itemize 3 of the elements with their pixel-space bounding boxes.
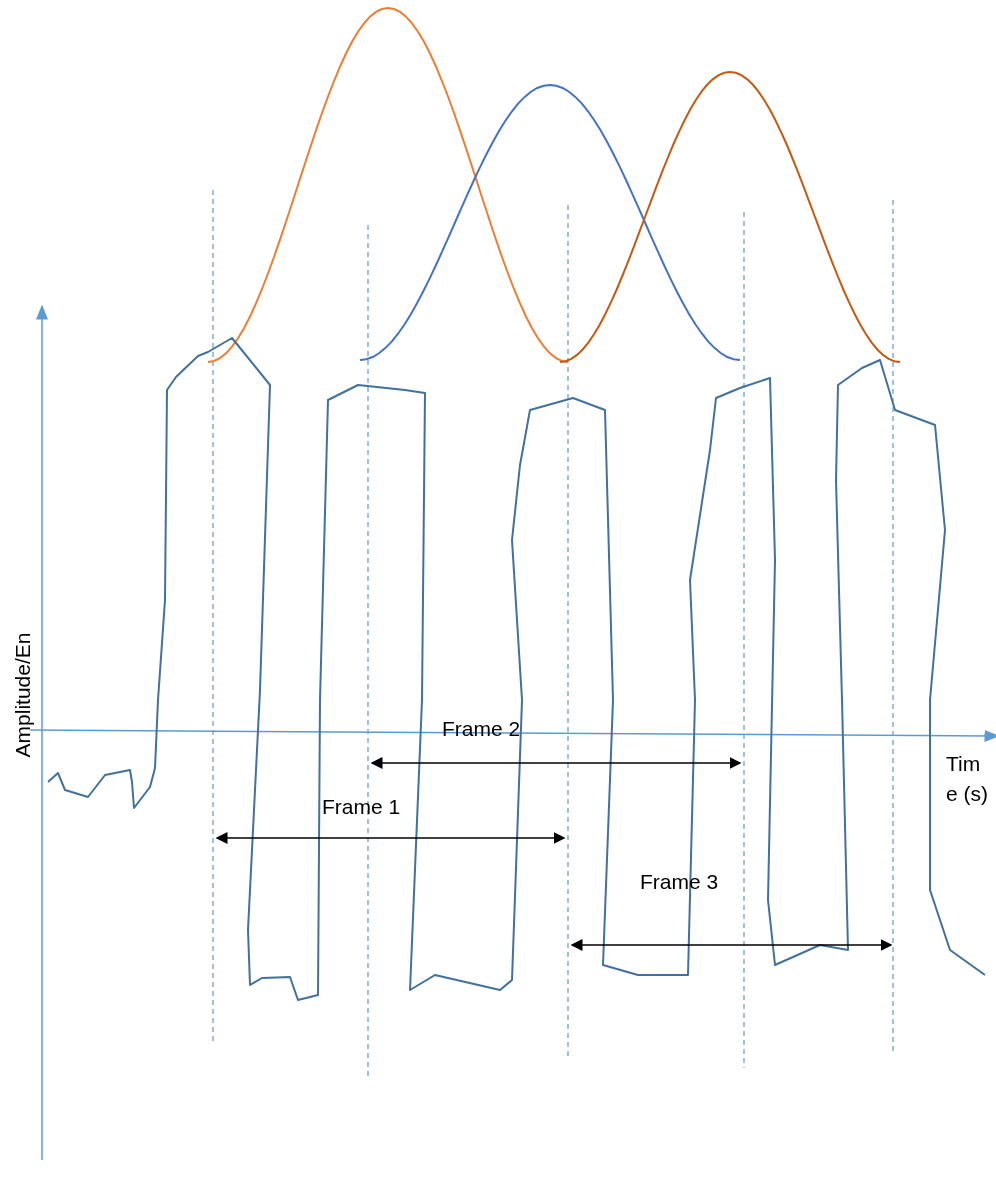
axis-label: Tim e (s): [946, 751, 989, 807]
frame-label: Frame 1: [322, 794, 402, 820]
axis-label: Amplitude/En: [10, 631, 35, 760]
